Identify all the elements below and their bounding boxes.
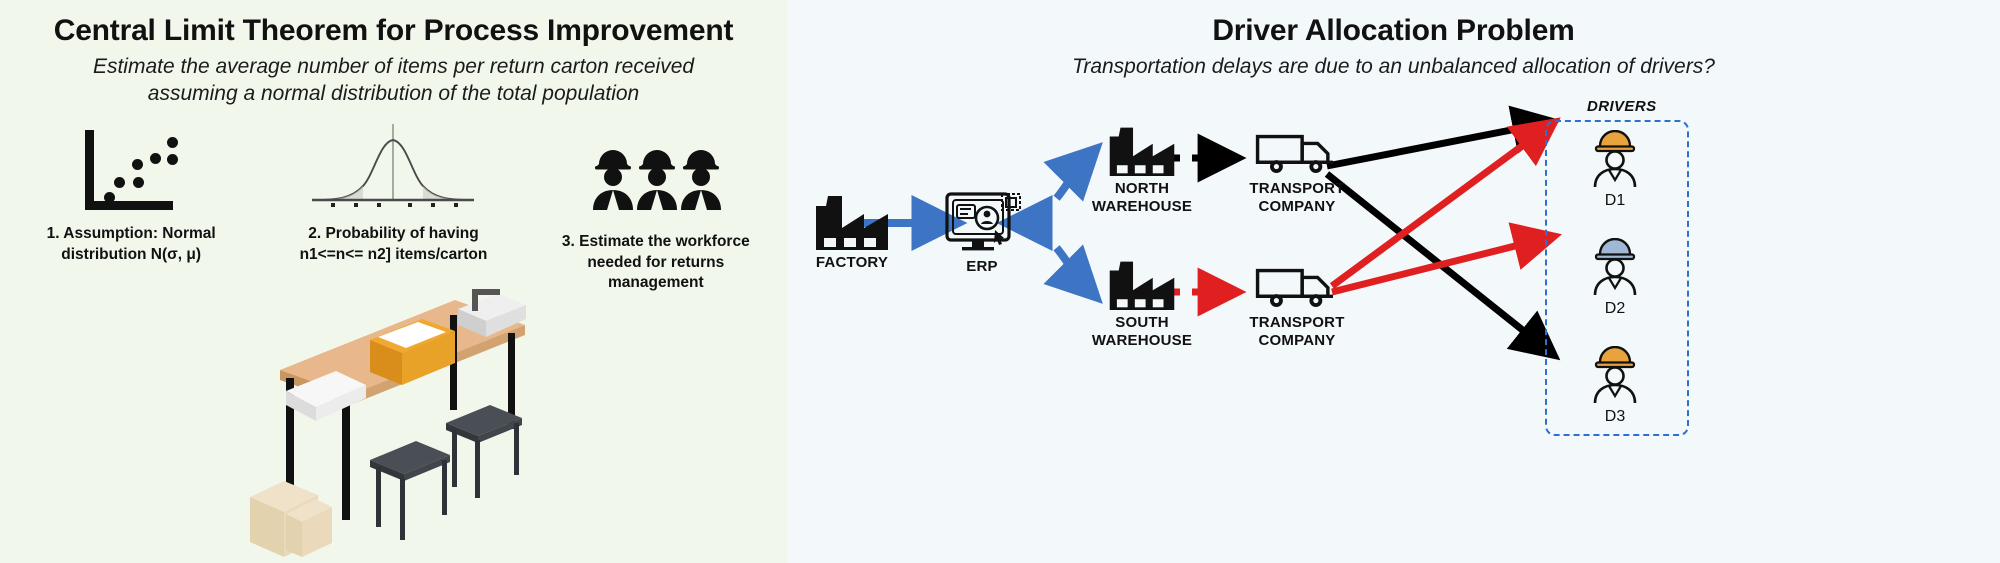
node-south-warehouse-label: SOUTH WAREHOUSE [1077,314,1207,350]
factory-icon [1109,127,1175,176]
flow-transport-north-to-d3 [1324,171,1561,361]
flow-transport-south-to-d2 [1331,222,1563,296]
node-driver-3-label: D3 [1604,408,1626,425]
step-2-caption-line1: 2. Probability of having [308,225,479,242]
flow-transport-south-to-d1 [1329,117,1561,289]
step-2-probability: 2. Probability of having n1<=n<= n2] ite… [262,120,524,300]
node-driver-2[interactable]: D2 [1555,238,1675,318]
normal-distribution-curve-icon [308,122,478,210]
step-2-caption: 2. Probability of having n1<=n<= n2] ite… [278,224,508,265]
driver-avatar-icon [1593,130,1637,188]
right-panel-driver-allocation: Driver Allocation Problem Transportation… [787,0,2000,563]
south-warehouse-line2: WAREHOUSE [1091,332,1193,349]
node-north-warehouse[interactable]: NORTH WAREHOUSE [1077,124,1207,216]
node-transport-south-label: TRANSPORT COMPANY [1227,314,1367,350]
step-3-caption-line3: management [608,274,704,292]
left-steps-row: 1. Assumption: Normal distribution N(σ, … [0,120,787,300]
step-1-assumption: 1. Assumption: Normal distribution N(σ, … [0,120,262,300]
node-erp-label: ERP [966,258,998,275]
node-transport-company-south[interactable]: TRANSPORT COMPANY [1227,262,1367,350]
node-driver-1-label: D1 [1604,192,1626,209]
step-3-caption-line2: needed for returns [587,253,725,271]
step-1-caption-line2: distribution N(σ, μ) [61,245,202,263]
driver-avatar-icon [1593,346,1637,404]
step-2-caption-line2: n1<=n<= n2] items/carton [299,245,488,263]
node-transport-company-north[interactable]: TRANSPORT COMPANY [1227,128,1367,216]
scatter-plot-icon [85,130,179,210]
node-factory-label: FACTORY [815,254,889,271]
transport-north-line1: TRANSPORT [1249,180,1345,197]
step-3-art [587,120,725,210]
step-1-art [85,120,179,210]
node-north-warehouse-label: NORTH WAREHOUSE [1077,180,1207,216]
step-2-art [308,120,478,210]
south-warehouse-line1: SOUTH [1115,314,1169,331]
workers-group-icon [587,148,725,210]
right-panel-title: Driver Allocation Problem [1212,14,1575,47]
left-panel-subtitle: Estimate the average number of items per… [92,55,695,105]
left-panel-title: Central Limit Theorem for Process Improv… [53,14,734,47]
transport-south-line1: TRANSPORT [1249,314,1345,331]
node-south-warehouse[interactable]: SOUTH WAREHOUSE [1077,258,1207,350]
transport-north-line2: COMPANY [1258,198,1336,215]
factory-icon [816,196,888,250]
transport-south-line2: COMPANY [1258,332,1336,349]
node-driver-1[interactable]: D1 [1555,130,1675,210]
drivers-group-title: DRIVERS [1587,98,1657,115]
left-panel-central-limit-theorem: Central Limit Theorem for Process Improv… [0,0,787,563]
north-warehouse-line1: NORTH [1114,180,1170,197]
drivers-group-box [1545,120,1689,436]
diagram-connectors [862,105,1563,361]
step-3-caption-line1: 3. Estimate the workforce [561,233,750,250]
erp-monitor-icon [945,192,1021,251]
right-panel-subtitle: Transportation delays are due to an unba… [1072,55,1715,78]
step-1-caption-line1: 1. Assumption: Normal [46,225,216,242]
flow-transport-north-to-d1 [1326,105,1562,170]
driver-avatar-icon [1593,238,1637,296]
step-3-caption: 3. Estimate the workforce needed for ret… [541,232,771,294]
driver-allocation-diagram: FACTORY E [787,96,2000,563]
truck-icon [1255,134,1333,173]
north-warehouse-line2: WAREHOUSE [1091,198,1193,215]
truck-icon [1255,268,1333,307]
warehouse-packing-table-illustration [250,245,550,563]
step-3-workforce: 3. Estimate the workforce needed for ret… [525,120,787,300]
node-factory[interactable]: FACTORY [787,192,917,272]
node-driver-2-label: D2 [1604,300,1626,317]
node-transport-north-label: TRANSPORT COMPANY [1227,180,1367,216]
node-driver-3[interactable]: D3 [1555,346,1675,426]
factory-icon [1109,261,1175,310]
step-1-caption: 1. Assumption: Normal distribution N(σ, … [24,224,239,265]
node-erp[interactable]: ERP [927,190,1037,276]
